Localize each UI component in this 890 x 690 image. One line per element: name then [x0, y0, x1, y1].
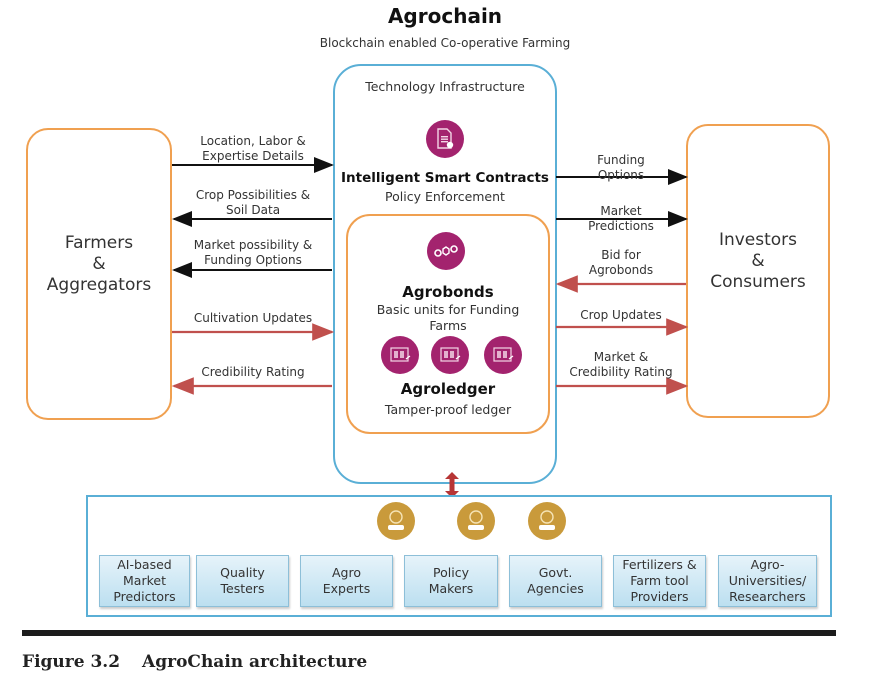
bidirectional-arrow-icon	[445, 472, 459, 498]
stakeholder-quality-testers: Quality Testers	[196, 555, 289, 607]
stakeholder-agro-experts: Agro Experts	[300, 555, 393, 607]
agrobonds-subtitle: Basic units for Funding Farms	[376, 302, 520, 333]
smart-contracts-title: Intelligent Smart Contracts	[341, 170, 549, 186]
diagram-title: Agrochain	[387, 4, 503, 28]
flow-label-market-predictions: Market Predictions	[588, 204, 654, 233]
flow-label-funding-options: Funding Options	[597, 153, 645, 182]
smart-contracts-subtitle: Policy Enforcement	[385, 189, 505, 204]
flow-label-cultivation-updates: Cultivation Updates	[193, 311, 313, 325]
certificate-document-icon	[426, 120, 464, 158]
agrobonds-title: Agrobonds	[402, 283, 494, 301]
chain-links-icon	[427, 232, 465, 270]
flow-label-bid-agrobonds: Bid for Agrobonds	[588, 248, 654, 277]
stakeholder-agro-universities: Agro- Universities/ Researchers	[718, 555, 817, 607]
flow-label-market-possibility: Market possibility & Funding Options	[193, 238, 313, 267]
agroledger-title: Agroledger	[400, 380, 496, 398]
person-icon	[528, 502, 566, 540]
farmers-aggregators-label: Farmers & Aggregators	[46, 232, 152, 295]
person-icon	[377, 502, 415, 540]
diagram-subtitle: Blockchain enabled Co-operative Farming	[319, 36, 571, 50]
agroledger-subtitle: Tamper-proof ledger	[384, 402, 512, 417]
stakeholder-fertilizers-providers: Fertilizers & Farm tool Providers	[613, 555, 706, 607]
technology-infrastructure-title: Technology Infrastructure	[365, 79, 525, 94]
figure-caption: Figure 3.2 AgroChain architecture	[22, 652, 367, 672]
stakeholder-govt-agencies: Govt. Agencies	[509, 555, 602, 607]
flow-label-market-credibility: Market & Credibility Rating	[569, 350, 673, 379]
investors-consumers-box: Investors & Consumers	[686, 124, 830, 418]
right-flow-arrows	[555, 169, 689, 395]
figure-caption-text: AgroChain architecture	[142, 652, 368, 672]
ledger-book-icon	[431, 336, 469, 374]
left-flow-arrows	[171, 157, 335, 395]
stakeholder-policy-makers: Policy Makers	[404, 555, 498, 607]
stakeholder-ai-market-predictors: AI-based Market Predictors	[99, 555, 190, 607]
flow-label-credibility-rating: Credibility Rating	[201, 365, 305, 379]
flow-label-location-labor: Location, Labor & Expertise Details	[200, 134, 306, 163]
figure-number: Figure 3.2	[22, 652, 121, 672]
flow-label-crop-updates: Crop Updates	[580, 308, 662, 322]
investors-consumers-label: Investors & Consumers	[710, 229, 806, 292]
figure-rule	[22, 630, 836, 636]
ledger-book-icon	[381, 336, 419, 374]
ledger-book-icon	[484, 336, 522, 374]
flow-label-crop-possibilities: Crop Possibilities & Soil Data	[195, 188, 311, 217]
person-icon	[457, 502, 495, 540]
farmers-aggregators-box: Farmers & Aggregators	[26, 128, 172, 420]
